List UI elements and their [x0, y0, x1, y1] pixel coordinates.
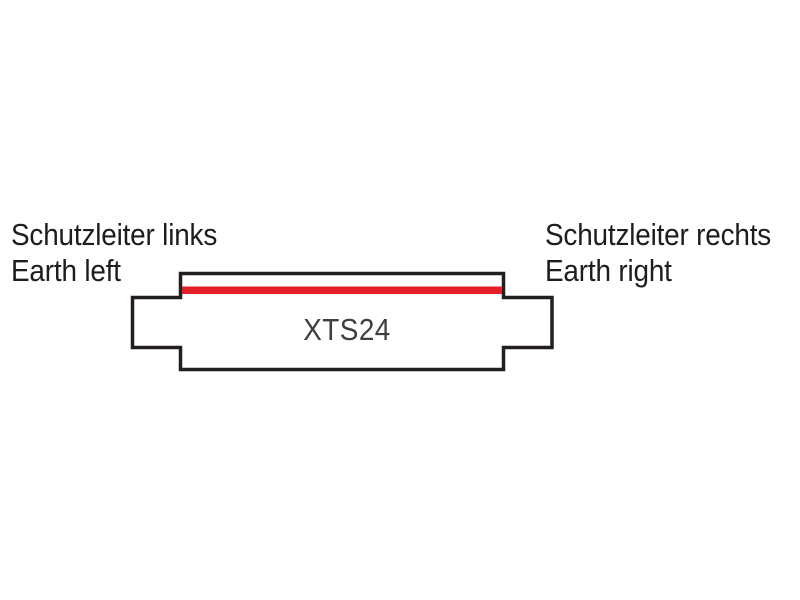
label-schutzleiter-links: Schutzleiter links — [11, 217, 218, 252]
component-outline — [130, 271, 554, 372]
label-earth-left: Earth left — [11, 253, 121, 288]
component-label: XTS24 — [303, 312, 391, 347]
earth-conductor-stripe — [182, 286, 502, 294]
label-block-left: Schutzleiter links Earth left — [11, 217, 217, 289]
label-schutzleiter-rechts: Schutzleiter rechts — [545, 217, 772, 252]
label-block-right: Schutzleiter rechts Earth right — [545, 217, 771, 289]
label-earth-right: Earth right — [545, 253, 672, 288]
